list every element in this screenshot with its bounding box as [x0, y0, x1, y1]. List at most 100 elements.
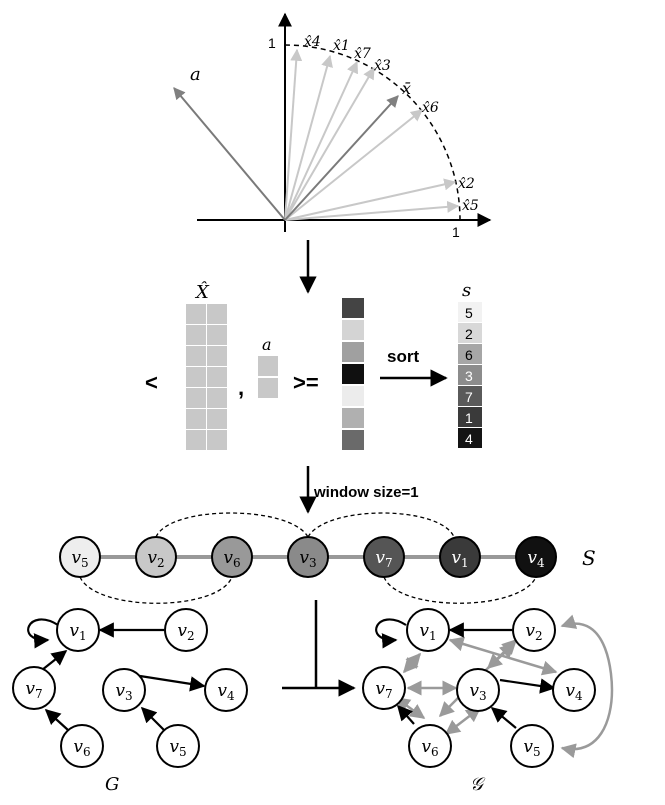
graph-left-node-label-v6: v6	[73, 737, 90, 759]
graph-right-node-v6	[408, 724, 452, 768]
sequence-node-label-v5: v5	[71, 548, 88, 570]
sequence-node-v6	[211, 536, 253, 578]
sorted-cell-value: 2	[465, 326, 473, 342]
graph-left-node-v7	[12, 666, 56, 710]
graph-right-node-label-v2: v2	[525, 621, 542, 643]
sort-label: sort	[387, 347, 419, 366]
x-hat-cell	[186, 367, 206, 387]
sequence-node-v5	[59, 536, 101, 578]
window-arc-upper-right	[307, 512, 455, 538]
graph-left-node-v1	[56, 608, 100, 652]
vector-x4-label: x̂4	[304, 34, 321, 50]
sorted-cell-value: 5	[465, 305, 473, 321]
x-hat-cell	[207, 388, 227, 408]
graph-left-node-v3	[102, 668, 146, 712]
sorted-cell-value: 6	[465, 347, 473, 363]
sequence-node-v7	[363, 536, 405, 578]
vector-x5	[284, 200, 460, 221]
gray-edge-v2-v5-arc	[560, 614, 614, 759]
sequence-node-label-v4: v4	[527, 548, 545, 570]
vector-x6-label: x̂6	[422, 100, 439, 116]
score-cell	[342, 320, 364, 340]
sorted-cell	[458, 407, 482, 427]
sorted-cell	[458, 365, 482, 385]
sequence-node-label-v1: v1	[451, 548, 468, 570]
s-label: s	[462, 280, 471, 301]
graph-left-node-v5	[156, 724, 200, 768]
vector-plot: 1 1 a x̄ x̂4 x̂1 x̂7 x̂3 x̂6 x̂2 x̂5	[173, 12, 492, 240]
edge-v7-v1-left	[41, 650, 68, 671]
sequence-set-label: S	[582, 546, 596, 570]
self-loop-v1-left	[27, 618, 59, 649]
sequence-node-label-v3: v3	[299, 548, 316, 570]
sequence-nodes: v5 v2 v6 v3 v7 v1 v4	[59, 536, 557, 578]
window-arc-upper-left	[155, 512, 309, 538]
score-cell	[342, 386, 364, 406]
x-hat-cell	[186, 304, 206, 324]
graph-left-node-label-v5: v5	[169, 737, 186, 759]
sequence-node-v1	[439, 536, 481, 578]
score-cell	[342, 430, 364, 450]
score-cell	[342, 342, 364, 362]
graph-left-node-label-v4: v4	[217, 681, 235, 703]
graph-left-label: G	[105, 774, 119, 795]
graph-right-node-label-v5: v5	[523, 737, 540, 759]
window-arc-lower-right	[383, 576, 537, 604]
a-cell-2	[258, 378, 278, 398]
sequence-node-label-v2: v2	[147, 548, 164, 570]
score-cell	[342, 364, 364, 384]
sorted-cell	[458, 386, 482, 406]
graph-right-node-v5	[510, 724, 554, 768]
graph-right-node-label-v3: v3	[469, 681, 486, 703]
vector-x1	[284, 54, 333, 221]
y-axis-one-label: 1	[268, 35, 276, 51]
sequence-node-label-v7: v7	[375, 548, 392, 570]
x-hat-cell	[186, 325, 206, 345]
graph-right-node-label-v6: v6	[421, 737, 438, 759]
x-hat-cell	[207, 304, 227, 324]
vector-x2	[284, 178, 457, 221]
edge-v6-v7-left	[44, 708, 69, 731]
gray-edge-v1-v4	[448, 636, 558, 676]
x-hat-cell	[207, 346, 227, 366]
x-hat-cell	[186, 409, 206, 429]
graph-left-node-v6	[60, 724, 104, 768]
window-arc-lower-left	[79, 576, 233, 604]
x-hat-cell	[186, 388, 206, 408]
gray-edge-v7-v1	[403, 652, 421, 674]
sorted-cell	[458, 428, 482, 448]
graph-right-label: 𝒢	[470, 774, 486, 795]
graph-right-node-v4	[552, 668, 596, 712]
edge-v3-v4-right	[499, 678, 556, 694]
vector-x1-label: x̂1	[333, 38, 350, 54]
close-bracket: >=	[293, 370, 319, 395]
sorted-cell	[458, 323, 482, 343]
sequence-node-label-v6: v6	[223, 548, 240, 570]
graph-right-node-v2	[512, 608, 556, 652]
a-cell-1	[258, 356, 278, 376]
graph-right-node-label-v7: v7	[375, 679, 392, 701]
vector-x6	[284, 109, 423, 221]
x-hat-cell	[207, 367, 227, 387]
sorted-cell-value: 1	[465, 410, 473, 426]
vector-a	[173, 87, 286, 221]
graph-left-node-v2	[164, 608, 208, 652]
graph-right-node-v7	[362, 666, 406, 710]
self-loop-v1-right	[375, 618, 407, 649]
sequence-node-v4	[515, 536, 557, 578]
a-label: a	[262, 335, 272, 354]
edge-v5-v3-right	[490, 707, 517, 729]
graph-left-node-label-v7: v7	[25, 679, 42, 701]
x-hat-label: X̂	[194, 281, 210, 303]
open-bracket: <	[145, 370, 158, 395]
edge-v5-v3-left	[140, 706, 165, 731]
vector-xbar	[284, 95, 399, 221]
score-cell	[342, 408, 364, 428]
edge-v6-v7-right	[396, 704, 415, 725]
edge-v3-v4-left	[139, 674, 206, 692]
sorted-cell-value: 4	[465, 431, 473, 447]
